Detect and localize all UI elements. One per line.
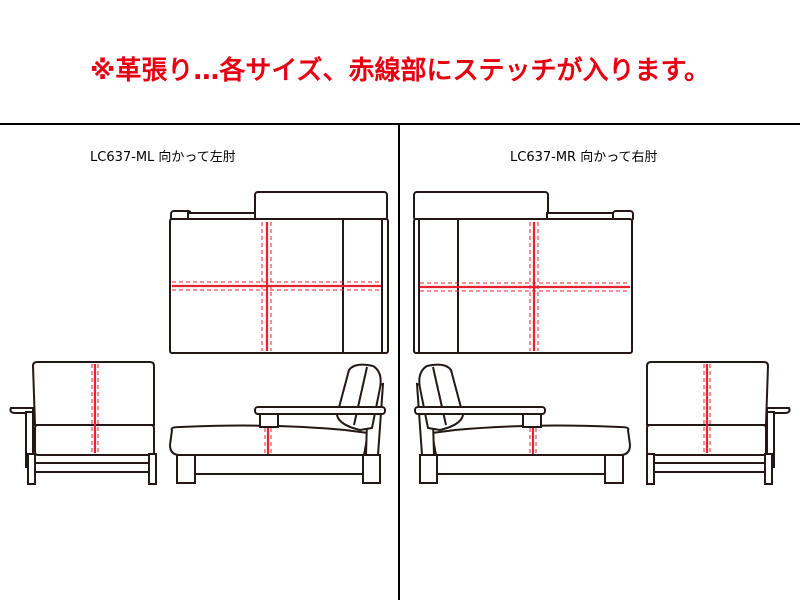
ml-front-view bbox=[9, 361, 157, 485]
mr-front-view bbox=[646, 361, 791, 485]
ml-top-view bbox=[169, 191, 389, 354]
mr-top-view bbox=[413, 191, 634, 354]
model-label-left: LC637-ML 向かって左肘 bbox=[90, 150, 236, 165]
horizontal-divider bbox=[0, 123, 800, 125]
stitch-note-heading: ※革張り…各サイズ、赤線部にステッチが入ります。 bbox=[90, 56, 710, 86]
mr-side-view bbox=[414, 363, 632, 484]
model-label-right: LC637-MR 向かって右肘 bbox=[510, 150, 658, 165]
vertical-divider bbox=[398, 124, 400, 600]
ml-side-view bbox=[168, 363, 386, 484]
